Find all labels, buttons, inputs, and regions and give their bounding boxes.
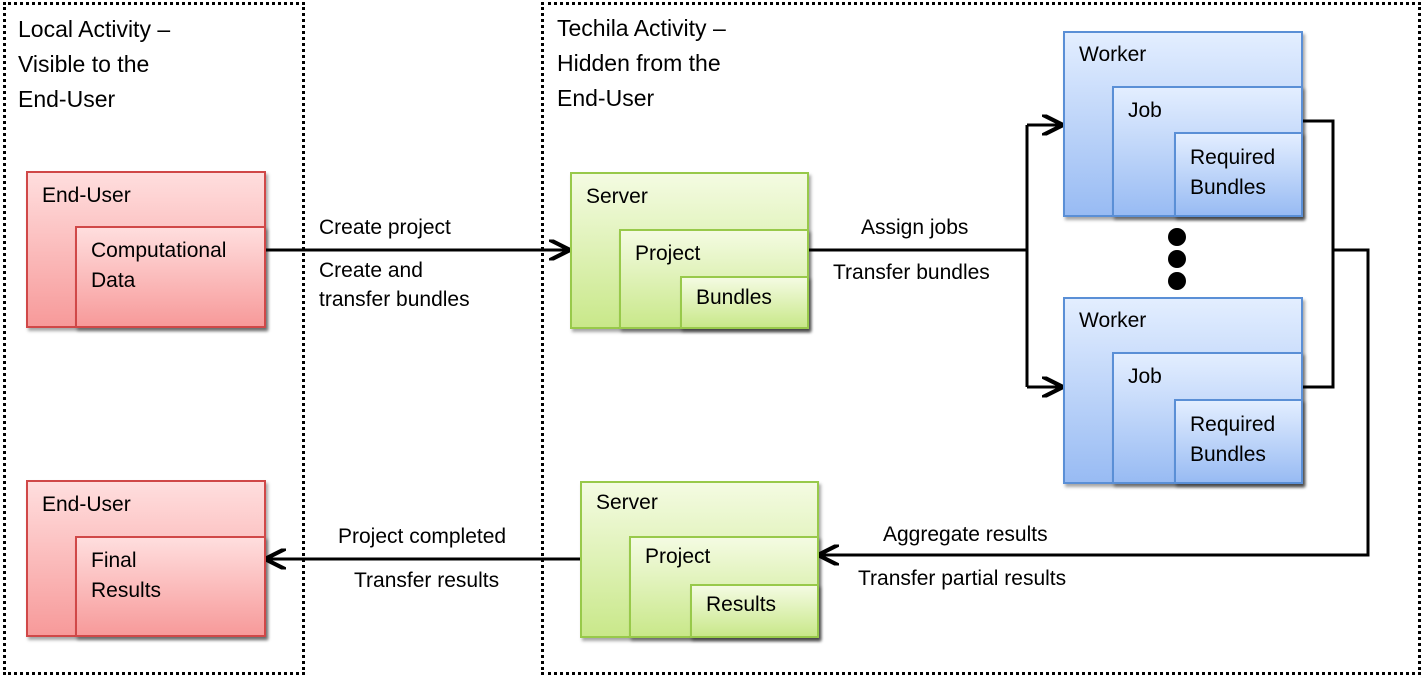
computational-data-label: Computational Data	[91, 239, 227, 292]
edge-merge-to-return	[820, 248, 1370, 555]
edge-label-project-completed: Project completed	[338, 525, 507, 548]
enduser-top-label: End-User	[42, 184, 131, 207]
required-bundles-bottom-box: Required Bundles	[1174, 399, 1303, 484]
server-top-label: Server	[586, 185, 648, 208]
techila-activity-region	[541, 2, 1421, 675]
edge-label-transfer-bundles: Transfer bundles	[833, 261, 990, 284]
bundles-box: Bundles	[680, 276, 809, 329]
worker-top-label: Worker	[1079, 43, 1147, 66]
worker-bottom-label: Worker	[1079, 309, 1147, 332]
edge-worker-merge	[1302, 119, 1335, 389]
final-results-box: Final Results	[75, 536, 266, 637]
job-bottom-label: Job	[1128, 365, 1162, 388]
ellipsis-dot-1	[1168, 228, 1186, 246]
project-bottom-label: Project	[645, 545, 711, 568]
local-activity-region	[3, 2, 305, 675]
project-top-label: Project	[635, 242, 701, 265]
results-label: Results	[706, 593, 777, 616]
final-results-label: Final Results	[91, 549, 162, 602]
job-top-label: Job	[1128, 99, 1162, 122]
required-bundles-top-box: Required Bundles	[1174, 132, 1303, 217]
results-box: Results	[690, 584, 819, 638]
techila-activity-title: Techila Activity – Hidden from the End-U…	[557, 15, 726, 111]
computational-data-box: Computational Data	[75, 226, 266, 328]
required-bundles-bottom-label: Required Bundles	[1190, 413, 1276, 466]
bundles-label: Bundles	[696, 286, 772, 309]
ellipsis-dot-3	[1168, 272, 1186, 290]
server-bottom-label: Server	[596, 491, 658, 514]
ellipsis-dot-2	[1168, 250, 1186, 268]
enduser-bottom-label: End-User	[42, 493, 131, 516]
edge-label-assign-jobs: Assign jobs	[861, 216, 969, 239]
edge-label-aggregate-results: Aggregate results	[883, 523, 1048, 546]
edge-label-transfer-partial-results: Transfer partial results	[858, 567, 1067, 590]
required-bundles-top-label: Required Bundles	[1190, 146, 1276, 199]
local-activity-title: Local Activity – Visible to the End-User	[18, 16, 171, 112]
edge-label-create-transfer-bundles: Create and transfer bundles	[319, 259, 470, 311]
edge-label-transfer-results: Transfer results	[354, 569, 500, 592]
edge-label-create-project: Create project	[319, 216, 451, 239]
